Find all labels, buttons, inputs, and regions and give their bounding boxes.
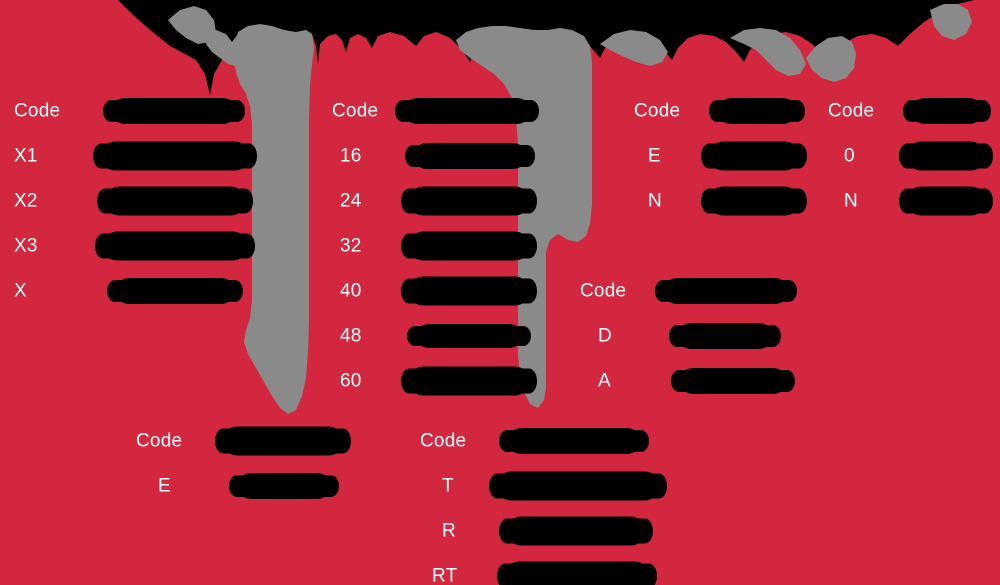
redacted-value (899, 186, 993, 215)
row-label: N (844, 190, 858, 211)
row-label: X1 (14, 145, 38, 166)
redacted-value (401, 366, 537, 395)
redacted-value (407, 323, 531, 348)
redacted-value (497, 561, 657, 585)
table-row: Code (828, 88, 998, 133)
column-header-code: Code (420, 430, 467, 451)
row-label: A (598, 370, 611, 391)
row-label: RT (432, 565, 458, 585)
column-header-code: Code (580, 280, 627, 301)
row-label: 0 (844, 145, 855, 166)
redacted-value (401, 186, 537, 215)
redacted-value (671, 367, 795, 394)
row-label: 48 (340, 325, 362, 346)
redacted-value (107, 277, 243, 304)
row-label: 24 (340, 190, 362, 211)
table-x-codes: Code X1 X2 X3 X (14, 88, 257, 313)
redacted-value (229, 472, 339, 499)
redacted-value (93, 141, 257, 170)
table-row: X3 (14, 223, 255, 268)
row-label: T (442, 475, 454, 496)
row-label: X3 (14, 235, 38, 256)
row-label: 32 (340, 235, 362, 256)
redacted-value (395, 97, 539, 124)
row-label: N (648, 190, 662, 211)
table-row: A (580, 358, 800, 403)
redacted-value (405, 142, 535, 169)
table-row: Code (580, 268, 800, 313)
row-label: R (442, 520, 456, 541)
table-row: R (420, 508, 680, 553)
column-header-code: Code (828, 100, 875, 121)
redacted-value (499, 516, 653, 545)
row-label: 60 (340, 370, 362, 391)
row-label: X2 (14, 190, 38, 211)
row-label: 40 (340, 280, 362, 301)
column-header-code: Code (136, 430, 183, 451)
table-en-codes: Code E N (634, 88, 814, 223)
redacted-value (655, 277, 797, 304)
table-trrt-codes: Code T R RT (420, 418, 680, 585)
table-e-codes: Code E (136, 418, 356, 508)
redacted-value (899, 141, 993, 170)
row-label: E (158, 475, 171, 496)
row-label: E (648, 145, 661, 166)
redacted-value (701, 186, 807, 215)
redacted-value (95, 231, 255, 260)
table-zero-n-codes: Code 0 N (828, 88, 998, 223)
table-row: T (420, 463, 680, 508)
table-row: Code (136, 418, 356, 463)
table-row: 60 (332, 358, 562, 403)
table-row: D (580, 313, 800, 358)
row-label: D (598, 325, 612, 346)
row-label: X (14, 280, 27, 301)
table-row: X1 (14, 133, 257, 178)
table-row: 16 (332, 133, 562, 178)
table-numeric-codes: Code 16 24 32 40 48 60 (332, 88, 562, 403)
redacted-value (97, 186, 253, 215)
table-da-codes: Code D A (580, 268, 800, 403)
column-header-code: Code (332, 100, 379, 121)
table-row: Code (14, 88, 254, 133)
redacted-value (709, 97, 805, 124)
redacted-value (499, 427, 649, 454)
table-row: E (136, 463, 356, 508)
table-row: E (634, 133, 814, 178)
table-row: Code (332, 88, 562, 133)
table-row: X2 (14, 178, 254, 223)
redacted-value (489, 471, 667, 500)
column-header-code: Code (14, 100, 61, 121)
redacted-value (103, 97, 245, 124)
table-row: N (828, 178, 998, 223)
table-row: 0 (828, 133, 998, 178)
redacted-value (401, 276, 537, 305)
table-row: 40 (332, 268, 562, 313)
table-row: N (634, 178, 814, 223)
table-row: Code (420, 418, 680, 463)
redacted-value (401, 231, 537, 260)
redacted-value (669, 322, 781, 349)
table-row: RT (420, 553, 680, 585)
column-header-code: Code (634, 100, 681, 121)
table-row: X (14, 268, 254, 313)
row-label: 16 (340, 145, 362, 166)
table-row: Code (634, 88, 814, 133)
redacted-value (701, 141, 807, 170)
redacted-value (903, 97, 991, 124)
table-row: 24 (332, 178, 562, 223)
table-row: 32 (332, 223, 562, 268)
table-row: 48 (332, 313, 562, 358)
redacted-value (215, 426, 351, 455)
